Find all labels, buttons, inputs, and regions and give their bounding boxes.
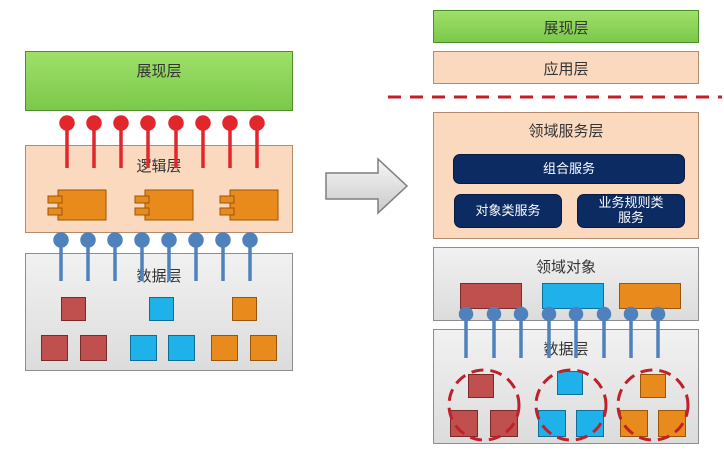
domain-object-orange [619, 283, 681, 309]
object-service-box: 对象类服务 [454, 194, 562, 228]
right-presentation-layer: 展现层 [433, 10, 699, 43]
right-blue-block-top [557, 371, 583, 395]
right-domain-object-label: 领域对象 [535, 258, 596, 276]
left-orange-block-2 [250, 335, 277, 361]
left-data-label: 数据层 [136, 267, 182, 285]
left-red-block-top [61, 297, 86, 321]
right-red-block-2 [490, 410, 518, 437]
right-domain-service-label: 领域服务层 [528, 122, 604, 140]
right-red-block-top [468, 374, 494, 398]
right-blue-block-2 [576, 410, 604, 437]
left-logic-layer: 逻辑层 [25, 145, 293, 233]
left-red-block-2 [80, 335, 107, 361]
left-red-block-1 [41, 335, 68, 361]
business-rule-service-box: 业务规则类服务 [577, 194, 685, 228]
right-application-label: 应用层 [543, 60, 589, 78]
left-orange-block-top [232, 297, 257, 321]
domain-object-blue [542, 283, 604, 309]
left-blue-block-1 [130, 335, 157, 361]
left-logic-label: 逻辑层 [136, 157, 182, 175]
left-blue-block-top [149, 297, 174, 321]
right-orange-block-1 [620, 410, 648, 437]
left-orange-block-1 [211, 335, 238, 361]
right-orange-block-2 [658, 410, 686, 437]
right-data-label: 数据层 [543, 340, 589, 358]
right-presentation-label: 展现层 [543, 19, 589, 37]
business-rule-service-label: 业务规则类服务 [598, 196, 664, 226]
right-red-block-1 [450, 410, 478, 437]
left-presentation-layer: 展现层 [25, 51, 293, 111]
transition-arrow-icon [325, 157, 409, 215]
left-blue-block-2 [168, 335, 195, 361]
composite-service-label: 组合服务 [542, 161, 595, 177]
composite-service-box: 组合服务 [453, 154, 685, 184]
right-application-layer: 应用层 [433, 51, 699, 84]
object-service-label: 对象类服务 [475, 203, 541, 219]
right-blue-block-1 [538, 410, 566, 437]
domain-object-red [460, 283, 522, 309]
right-orange-block-top [640, 374, 666, 398]
left-presentation-label: 展现层 [136, 62, 182, 80]
